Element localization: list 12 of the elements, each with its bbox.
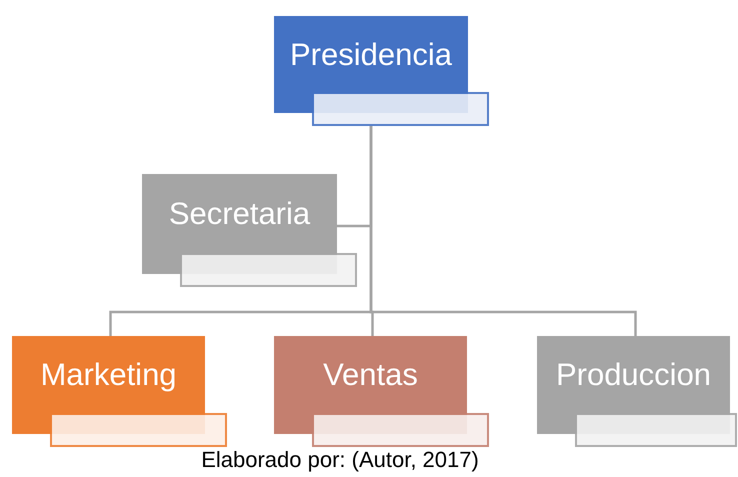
box-title: Ventas <box>323 357 418 393</box>
box-title: Produccion <box>556 357 712 393</box>
caption: Elaborado por: (Autor, 2017) <box>200 447 480 473</box>
label-box <box>312 413 489 447</box>
box-title: Secretaria <box>168 196 310 232</box>
box-title: Presidencia <box>290 36 452 72</box>
label-box <box>50 413 227 447</box>
box-title: Marketing <box>40 357 177 393</box>
connector-line <box>370 126 637 336</box>
label-box <box>180 253 357 287</box>
label-box <box>575 413 737 447</box>
label-box <box>312 92 489 126</box>
